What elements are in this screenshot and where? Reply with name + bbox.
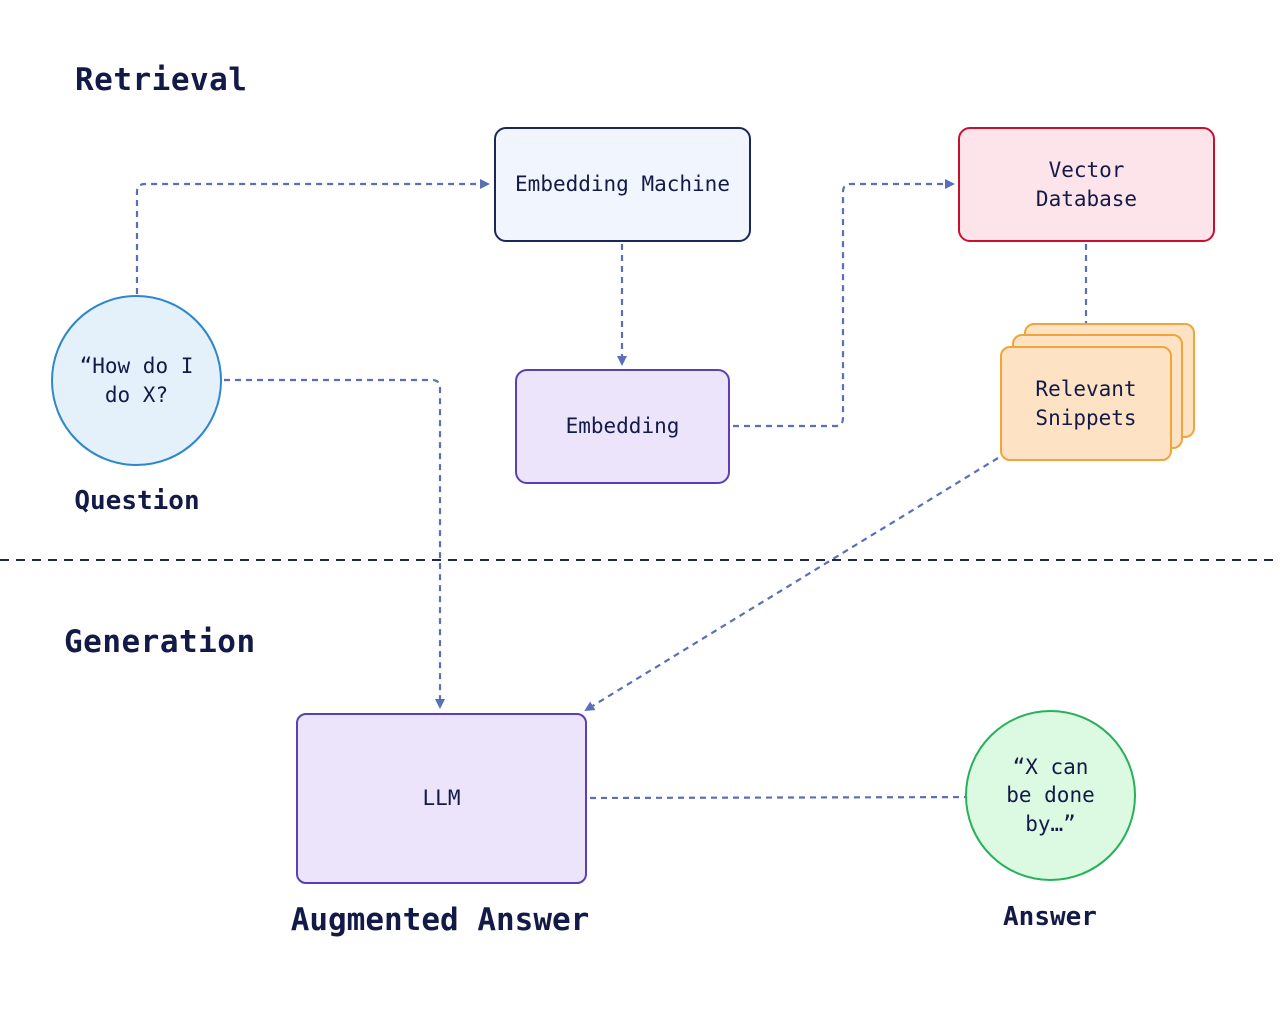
- arrow-embedding-to-vector-database: [733, 179, 955, 428]
- embedding-node: Embedding: [515, 369, 730, 484]
- answer-caption: Answer: [1003, 902, 1097, 932]
- embedding-machine-node: Embedding Machine: [494, 127, 751, 242]
- section-title-retrieval: Retrieval: [75, 62, 248, 98]
- augmented-answer-caption: Augmented Answer: [290, 902, 590, 938]
- relevant-snippets-node: Relevant Snippets: [1000, 346, 1172, 461]
- arrow-question-to-embedding-machine: [135, 179, 490, 294]
- arrow-snippets-to-llm: [584, 457, 999, 712]
- section-title-generation: Generation: [64, 624, 256, 660]
- vector-database-node: Vector Database: [958, 127, 1215, 242]
- arrow-question-to-llm: [213, 378, 445, 709]
- question-caption: Question: [74, 486, 200, 516]
- llm-node: LLM: [296, 713, 587, 884]
- answer-node: “X can be done by…”: [965, 710, 1136, 881]
- question-node: “How do I do X?: [51, 295, 222, 466]
- arrow-llm-to-answer: [589, 792, 992, 803]
